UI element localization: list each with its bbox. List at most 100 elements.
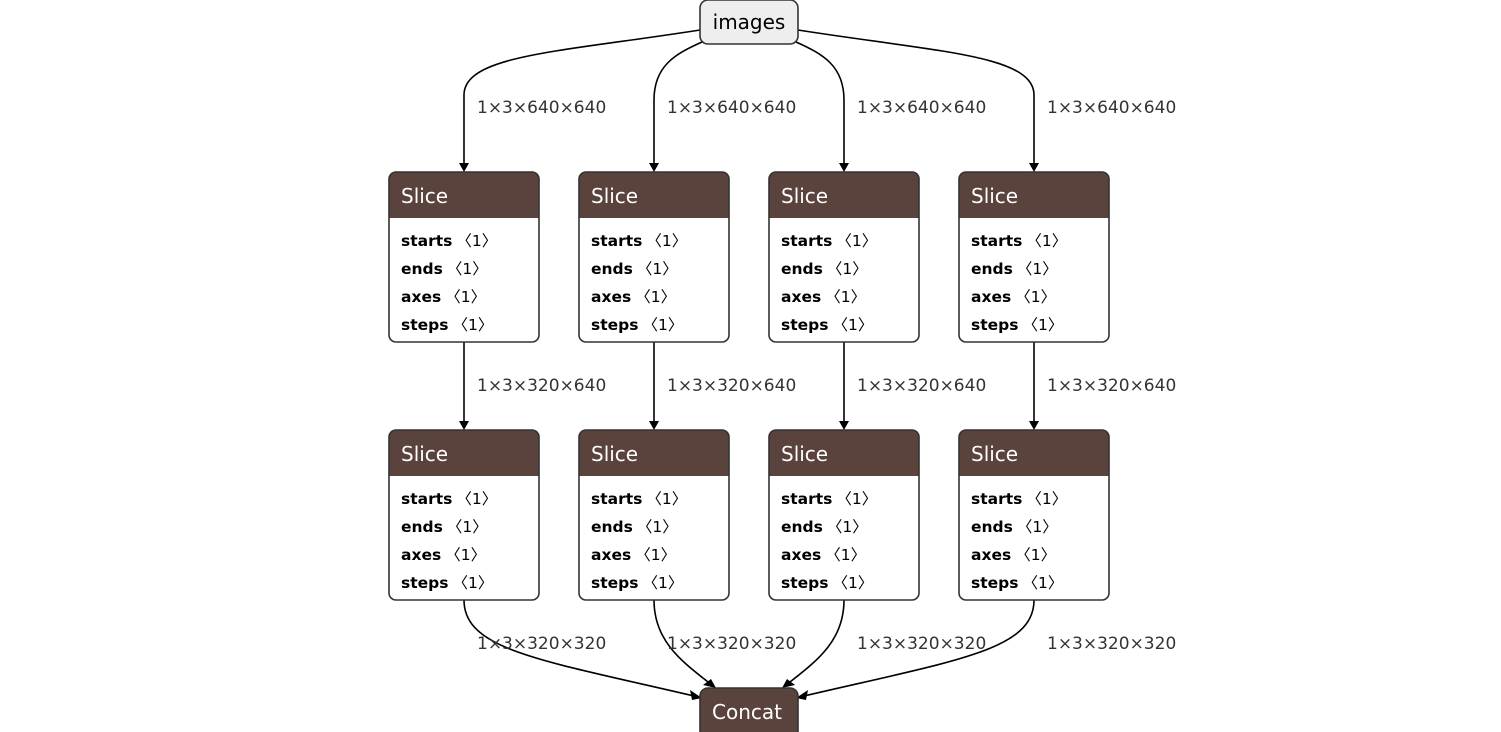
edge-slice-6-to-concat: 1×3×320×320: [653, 599, 796, 688]
attr-name: ends: [591, 260, 633, 278]
attr-value: 〈1〉: [1026, 490, 1067, 508]
input-node-images[interactable]: images: [699, 0, 799, 45]
attr-value: 〈1〉: [456, 490, 497, 508]
attr-value: 〈1〉: [1022, 574, 1063, 592]
edge-images-to-slice-3: 1×3×640×640: [795, 41, 986, 172]
attr-value: 〈1〉: [827, 260, 868, 278]
attr-name: axes: [401, 546, 441, 564]
svg-text:axes〈1〉: axes〈1〉: [401, 546, 486, 564]
svg-text:starts〈1〉: starts〈1〉: [591, 490, 687, 508]
attr-name: ends: [591, 518, 633, 536]
attr-name: steps: [591, 316, 638, 334]
edge-slice-5-to-concat: 1×3×320×320: [463, 599, 702, 700]
attr-value: 〈1〉: [637, 518, 678, 536]
node-header: [959, 172, 1109, 218]
svg-text:axes〈1〉: axes〈1〉: [781, 288, 866, 306]
attr-value: 〈1〉: [1017, 518, 1058, 536]
attr-value: 〈1〉: [646, 232, 687, 250]
node-header: [389, 430, 539, 476]
edge-label: 1×3×320×640: [857, 376, 986, 396]
attr-value: 〈1〉: [635, 546, 676, 564]
node-title: Slice: [971, 184, 1018, 208]
attr-name: axes: [401, 288, 441, 306]
attr-value: 〈1〉: [642, 316, 683, 334]
attr-name: starts: [781, 232, 832, 250]
svg-text:ends〈1〉: ends〈1〉: [591, 260, 678, 278]
node-title: Slice: [401, 442, 448, 466]
slice-node[interactable]: Slice starts〈1〉 ends〈1〉 axes〈1〉 steps〈1〉: [768, 171, 920, 343]
attr-name: axes: [781, 288, 821, 306]
input-node-label: images: [713, 10, 786, 34]
attr-value: 〈1〉: [1017, 260, 1058, 278]
attr-value: 〈1〉: [635, 288, 676, 306]
node-header: [769, 172, 919, 218]
edge-images-to-slice-1: 1×3×640×640: [459, 29, 701, 172]
svg-text:ends〈1〉: ends〈1〉: [781, 260, 868, 278]
attr-name: ends: [971, 260, 1013, 278]
edge-label: 1×3×640×640: [477, 98, 606, 118]
svg-text:axes〈1〉: axes〈1〉: [971, 546, 1056, 564]
svg-text:axes〈1〉: axes〈1〉: [781, 546, 866, 564]
svg-text:steps〈1〉: steps〈1〉: [781, 574, 873, 592]
edge-label: 1×3×640×640: [667, 98, 796, 118]
attr-name: steps: [781, 316, 828, 334]
edge-label: 1×3×640×640: [1047, 98, 1176, 118]
edge-label: 1×3×320×320: [477, 634, 606, 654]
attr-name: axes: [971, 546, 1011, 564]
slice-node[interactable]: Slice starts〈1〉 ends〈1〉 axes〈1〉 steps〈1〉: [388, 429, 540, 601]
svg-text:starts〈1〉: starts〈1〉: [591, 232, 687, 250]
svg-text:axes〈1〉: axes〈1〉: [971, 288, 1056, 306]
attr-name: steps: [591, 574, 638, 592]
attr-name: steps: [401, 574, 448, 592]
slice-node[interactable]: Slice starts〈1〉 ends〈1〉 axes〈1〉 steps〈1〉: [388, 171, 540, 343]
attr-name: starts: [971, 490, 1022, 508]
attr-value: 〈1〉: [832, 574, 873, 592]
svg-text:ends〈1〉: ends〈1〉: [401, 260, 488, 278]
node-header: [389, 172, 539, 218]
attr-value: 〈1〉: [642, 574, 683, 592]
edge-slice-1-to-slice-5: 1×3×320×640: [459, 342, 606, 430]
attr-value: 〈1〉: [445, 546, 486, 564]
svg-text:ends〈1〉: ends〈1〉: [591, 518, 678, 536]
attr-value: 〈1〉: [836, 232, 877, 250]
svg-text:axes〈1〉: axes〈1〉: [401, 288, 486, 306]
slice-node[interactable]: Slice starts〈1〉 ends〈1〉 axes〈1〉 steps〈1〉: [958, 429, 1110, 601]
svg-text:ends〈1〉: ends〈1〉: [971, 260, 1058, 278]
slice-node[interactable]: Slice starts〈1〉 ends〈1〉 axes〈1〉 steps〈1〉: [958, 171, 1110, 343]
svg-text:axes〈1〉: axes〈1〉: [591, 288, 676, 306]
attr-value: 〈1〉: [452, 574, 493, 592]
attr-name: axes: [971, 288, 1011, 306]
svg-text:axes〈1〉: axes〈1〉: [591, 546, 676, 564]
svg-text:steps〈1〉: steps〈1〉: [971, 574, 1063, 592]
svg-text:steps〈1〉: steps〈1〉: [971, 316, 1063, 334]
attr-value: 〈1〉: [452, 316, 493, 334]
attr-value: 〈1〉: [646, 490, 687, 508]
node-header: [769, 430, 919, 476]
attr-name: steps: [401, 316, 448, 334]
slice-node[interactable]: Slice starts〈1〉 ends〈1〉 axes〈1〉 steps〈1〉: [578, 429, 730, 601]
attr-value: 〈1〉: [445, 288, 486, 306]
edge-label: 1×3×320×640: [1047, 376, 1176, 396]
svg-text:steps〈1〉: steps〈1〉: [401, 574, 493, 592]
attr-name: starts: [781, 490, 832, 508]
edge-slice-3-to-slice-7: 1×3×320×640: [839, 342, 986, 430]
attr-name: steps: [971, 316, 1018, 334]
attr-value: 〈1〉: [1022, 316, 1063, 334]
attr-name: ends: [781, 260, 823, 278]
attr-value: 〈1〉: [832, 316, 873, 334]
concat-node[interactable]: Concat: [699, 687, 799, 732]
slice-node[interactable]: Slice starts〈1〉 ends〈1〉 axes〈1〉 steps〈1〉: [768, 429, 920, 601]
attr-value: 〈1〉: [825, 288, 866, 306]
slice-node[interactable]: Slice starts〈1〉 ends〈1〉 axes〈1〉 steps〈1〉: [578, 171, 730, 343]
edge-slice-4-to-slice-8: 1×3×320×640: [1029, 342, 1176, 430]
edge-slice-2-to-slice-6: 1×3×320×640: [649, 342, 796, 430]
attr-value: 〈1〉: [1026, 232, 1067, 250]
edge-slice-7-to-concat: 1×3×320×320: [782, 599, 986, 688]
node-title: Slice: [781, 184, 828, 208]
edge-label: 1×3×320×640: [667, 376, 796, 396]
svg-text:ends〈1〉: ends〈1〉: [781, 518, 868, 536]
svg-text:steps〈1〉: steps〈1〉: [781, 316, 873, 334]
node-title: Slice: [591, 184, 638, 208]
attr-name: ends: [401, 518, 443, 536]
